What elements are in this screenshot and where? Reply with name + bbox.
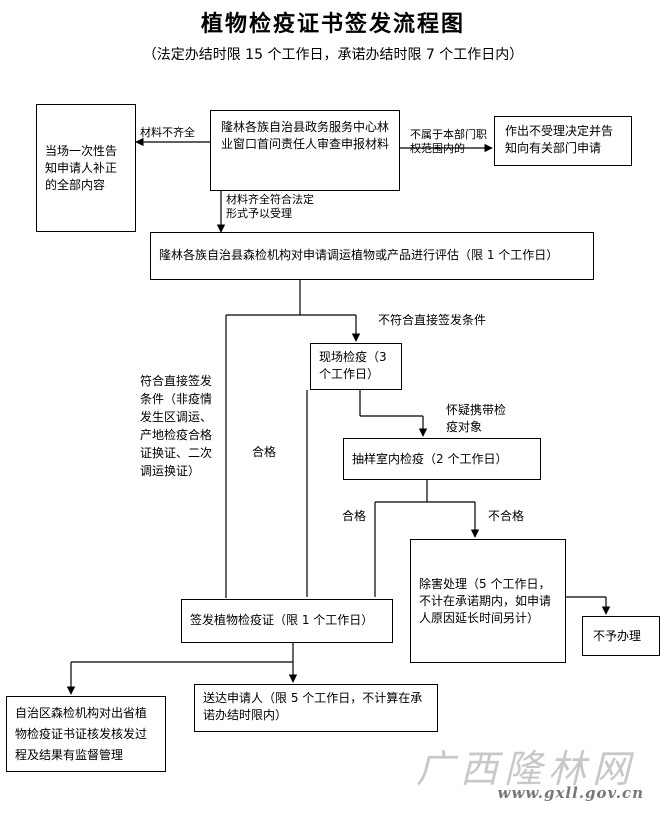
node-evaluation: 隆林各族自治县森检机构对申请调运植物或产品进行评估（限 1 个工作日） <box>150 232 594 280</box>
label-materials-incomplete: 材料不齐全 <box>140 126 195 139</box>
label-direct-issue: 符合直接签发条件（非疫情发生区调运、产地检疫合格证换证、二次调运换证） <box>140 374 213 478</box>
label-qualified-lab: 合格 <box>342 509 367 523</box>
node-delivery: 送达申请人（限 5 个工作日，不计算在承诺办结时限内） <box>194 684 438 732</box>
page-title: 植物检疫证书签发流程图 <box>200 12 465 37</box>
node-not-processed: 不予办理 <box>582 616 660 656</box>
label-materials-complete: 材料齐全符合法定形式予以受理 <box>226 193 314 220</box>
page-subtitle: （法定办结时限 15 个工作日，承诺办结时限 7 个工作日内） <box>142 47 524 63</box>
watermark-brand: 广西隆林网 <box>415 747 636 791</box>
node-regional-supervision: 自治区森检机构对出省植物检疫证书证核发核发过程及结果有监督管理 <box>6 696 166 772</box>
label-unqualified: 不合格 <box>488 509 525 523</box>
label-qualified-field: 合格 <box>252 445 277 459</box>
watermark-url: www.gxll.gov.cn <box>497 784 644 802</box>
node-reject-notice: 作出不受理决定并告知向有关部门申请 <box>494 116 632 166</box>
node-acceptance-window: 隆林各族自治县政务服务中心林业窗口首问责任人审查申报材料 <box>210 110 400 191</box>
label-not-direct-issue: 不符合直接签发条件 <box>378 313 487 327</box>
node-field-inspection: 现场检疫（3 个工作日） <box>310 343 402 390</box>
node-pest-treatment: 除害处理（5 个工作日，不计在承诺期内，如申请人原因延长时间另计） <box>410 539 566 663</box>
label-suspect-pest: 怀疑携带检疫对象 <box>446 403 507 434</box>
node-notify-correction: 当场一次性告知申请人补正的全部内容 <box>36 104 136 232</box>
label-not-in-scope: 不属于本部门职权范围内的 <box>410 128 487 155</box>
node-issue-certificate: 签发植物检疫证（限 1 个工作日） <box>181 599 393 643</box>
node-lab-inspection: 抽样室内检疫（2 个工作日） <box>343 438 541 480</box>
